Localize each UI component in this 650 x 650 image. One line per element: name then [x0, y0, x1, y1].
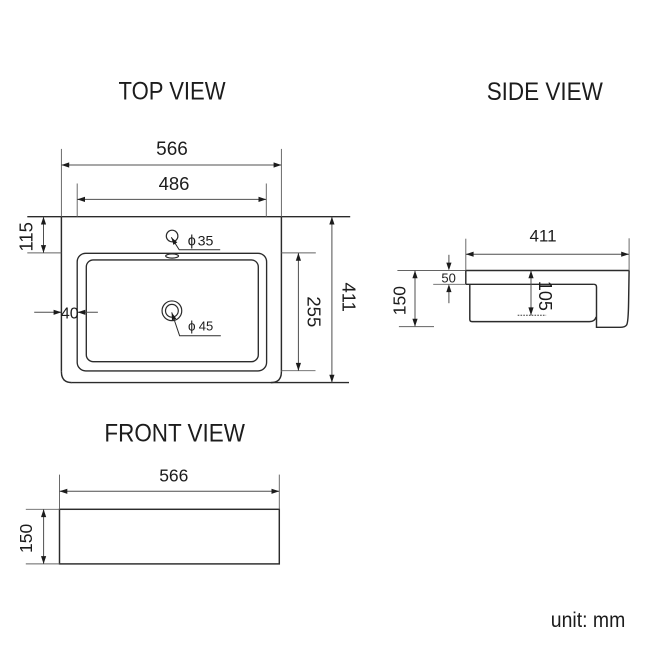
svg-text:411: 411: [529, 226, 556, 245]
svg-text:105: 105: [535, 281, 555, 311]
svg-text:SIDE VIEW: SIDE VIEW: [487, 78, 604, 106]
svg-text:486: 486: [159, 173, 190, 194]
svg-text:45: 45: [199, 318, 213, 333]
svg-text:FRONT VIEW: FRONT VIEW: [104, 420, 245, 448]
svg-text:150: 150: [390, 286, 410, 315]
svg-text:ϕ: ϕ: [188, 233, 196, 249]
svg-text:40: 40: [61, 305, 79, 322]
svg-text:ϕ: ϕ: [188, 318, 196, 333]
svg-text:255: 255: [303, 296, 324, 327]
svg-text:50: 50: [441, 270, 455, 285]
svg-text:566: 566: [156, 139, 188, 160]
svg-text:150: 150: [16, 524, 36, 553]
svg-text:unit: mm: unit: mm: [551, 608, 626, 632]
svg-text:35: 35: [198, 233, 214, 249]
svg-text:566: 566: [159, 466, 188, 486]
svg-text:115: 115: [15, 222, 36, 252]
svg-text:TOP VIEW: TOP VIEW: [119, 77, 226, 105]
svg-text:411: 411: [339, 282, 360, 312]
